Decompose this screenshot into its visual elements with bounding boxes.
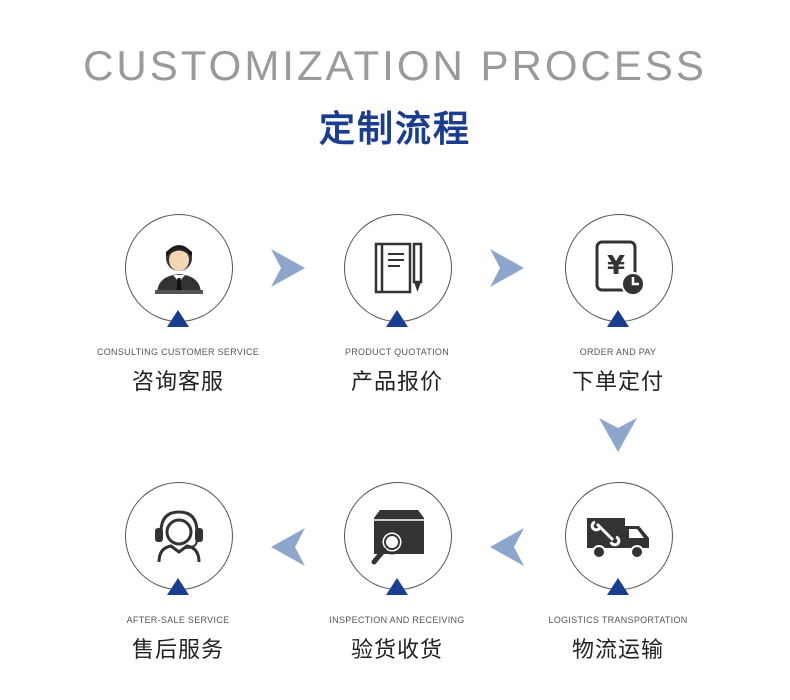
arrow-right-icon (490, 249, 524, 287)
step-label-cn: 下单定付 (571, 370, 664, 395)
step-label-cn: 产品报价 (350, 370, 443, 395)
arrow-right-icon (271, 249, 305, 287)
truck-icon (587, 518, 649, 559)
step-label-en: INSPECTION AND RECEIVING (329, 615, 465, 625)
pointer-triangle (607, 578, 629, 595)
step-circle (125, 214, 233, 322)
step-circle (565, 482, 673, 590)
step-label-en: LOGISTICS TRANSPORTATION (548, 615, 688, 625)
customer-service-person-icon (155, 245, 203, 294)
yuan-payment-icon: ¥ (595, 240, 645, 296)
page-title-english: CUSTOMIZATION PROCESS (83, 42, 707, 89)
headset-icon (155, 510, 203, 563)
step-label-cn: 验货收货 (350, 638, 443, 663)
step-label-cn: 售后服务 (131, 638, 224, 663)
step-label-en: CONSULTING CUSTOMER SERVICE (96, 347, 260, 357)
step-label-en: ORDER AND PAY (579, 347, 657, 357)
step-label-en: PRODUCT QUOTATION (344, 347, 450, 357)
box-magnifier-icon (371, 510, 424, 565)
arrow-left-icon (490, 528, 524, 566)
document-pen-icon (374, 242, 423, 294)
pointer-triangle (167, 310, 189, 327)
step-circle (344, 214, 452, 322)
pointer-triangle (607, 310, 629, 327)
pointer-triangle (386, 578, 408, 595)
pointer-triangle (167, 578, 189, 595)
step-label-cn: 咨询客服 (131, 370, 224, 395)
pointer-triangle (386, 310, 408, 327)
arrow-down-icon (599, 418, 637, 452)
step-label-en: AFTER-SALE SERVICE (126, 615, 230, 625)
step-circle (125, 482, 233, 590)
arrow-left-icon (271, 528, 305, 566)
svg-text:¥: ¥ (607, 251, 625, 281)
step-label-cn: 物流运输 (571, 638, 664, 663)
page-title-chinese: 定制流程 (318, 109, 471, 150)
step-circle: ¥ (565, 214, 673, 322)
step-circle (344, 482, 452, 590)
